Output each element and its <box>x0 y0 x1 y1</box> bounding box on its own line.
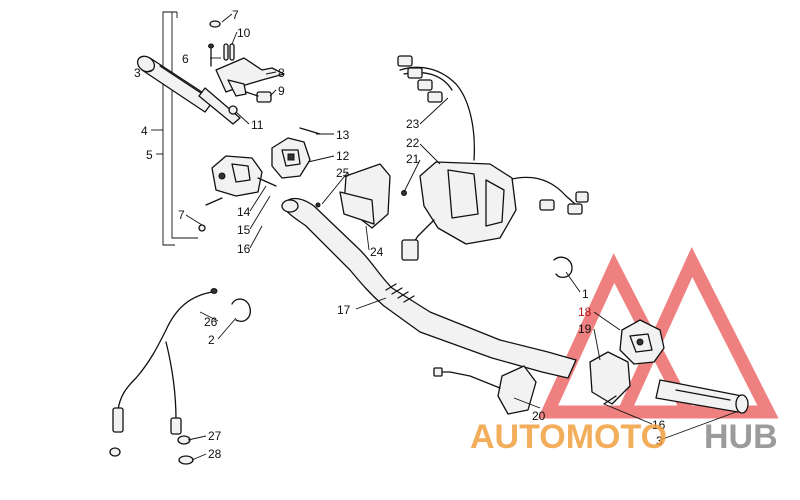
watermark-word-gray: HUB <box>704 418 778 456</box>
callout-17: 17 <box>337 303 351 317</box>
callout-15: 15 <box>237 223 251 237</box>
throttle-cable <box>109 288 218 465</box>
callout-3-right-grip: 3 <box>656 434 663 448</box>
callout-16-right: 16 <box>652 418 666 432</box>
right-control-housing <box>401 161 517 261</box>
callout-5: 5 <box>146 148 153 162</box>
callout-13: 13 <box>336 128 350 142</box>
callout-24: 24 <box>370 245 384 259</box>
left-switch-housing <box>198 155 277 232</box>
callout-22: 22 <box>406 136 420 150</box>
wiring-harness <box>397 55 589 215</box>
callout-8: 8 <box>278 66 285 80</box>
mounting-plate <box>315 163 391 229</box>
callout-20: 20 <box>532 409 546 423</box>
callout-7-top: 7 <box>232 8 239 22</box>
callout-4: 4 <box>141 124 148 138</box>
callout-18: 18 <box>578 305 592 319</box>
callout-28: 28 <box>208 447 222 461</box>
callout-6: 6 <box>182 52 189 66</box>
callout-21: 21 <box>406 152 420 166</box>
hand-warmer-element <box>433 365 537 415</box>
clip-rings <box>231 256 573 322</box>
leader-lines <box>145 13 737 461</box>
callout-labels: 1 2 3 3 4 5 6 7 7 8 9 10 11 12 13 14 15 … <box>134 8 666 461</box>
callout-1: 1 <box>582 287 589 301</box>
watermark-wordmark: AUTOMOTO HUB <box>470 418 778 456</box>
hand-warmer-switch <box>271 127 321 179</box>
watermark-word-orange: AUTOMOTO <box>470 418 667 456</box>
callout-2-cable-clip: 2 <box>208 333 215 347</box>
callout-9: 9 <box>278 84 285 98</box>
right-grip <box>655 379 749 414</box>
callout-19: 19 <box>578 322 592 336</box>
handlebar <box>281 197 577 379</box>
callout-11: 11 <box>251 118 264 132</box>
callout-26: 26 <box>204 315 218 329</box>
callout-12: 12 <box>336 149 350 163</box>
callout-25: 25 <box>336 166 350 180</box>
callout-10: 10 <box>237 26 251 40</box>
callout-16-left: 16 <box>237 242 251 256</box>
callout-23: 23 <box>406 117 420 131</box>
callout-3-left-grip: 3 <box>134 66 141 80</box>
left-grip <box>136 55 241 125</box>
callout-14: 14 <box>237 205 251 219</box>
right-switch-assembly <box>589 319 665 405</box>
callout-27: 27 <box>208 429 222 443</box>
throttle-lever-assembly <box>208 20 285 115</box>
callout-7-bottom: 7 <box>178 208 185 222</box>
